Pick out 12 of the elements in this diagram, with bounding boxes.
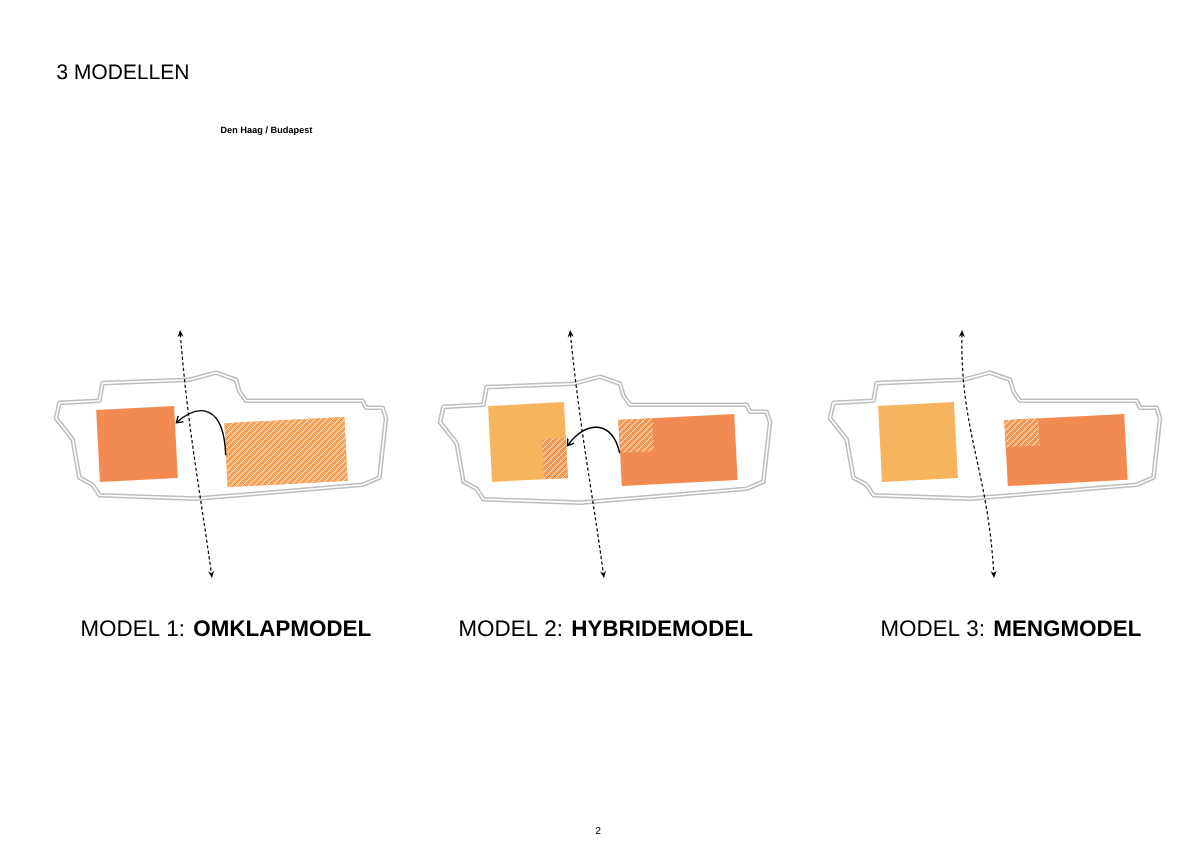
area-block: [488, 402, 568, 482]
area-block: [224, 416, 348, 488]
model-caption: MODEL 2: HYBRIDEMODEL: [460, 620, 753, 637]
area-block: [618, 414, 738, 486]
title: 3 MODELLEN: [57, 64, 188, 80]
arrow: [175, 410, 227, 456]
area-block: [96, 406, 178, 482]
area-block: [878, 402, 958, 482]
area-block: [1004, 413, 1128, 487]
model-caption: MODEL 1: OMKLAPMODEL: [82, 620, 371, 637]
model-caption: MODEL 3: MENGMODEL: [882, 620, 1141, 637]
arrow: [566, 426, 621, 454]
